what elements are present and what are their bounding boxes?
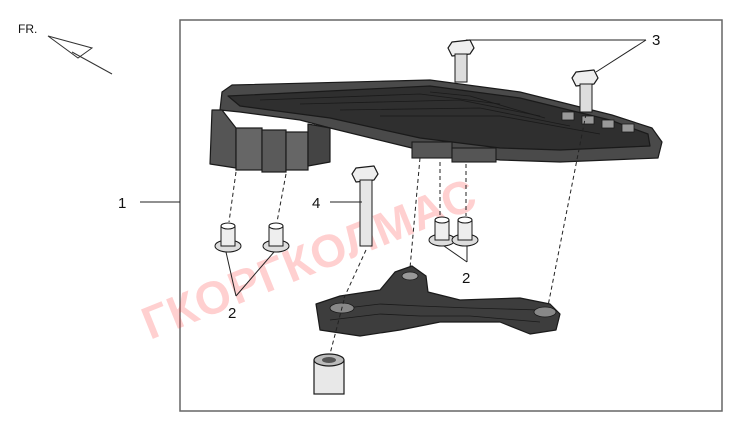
callout-2-left: 2	[228, 305, 236, 322]
cover-plate	[209, 79, 663, 173]
callout-2-right: 2	[462, 270, 470, 287]
direction-line	[71, 51, 113, 75]
long-bolt-4	[351, 165, 379, 247]
flange-bolt-3b	[571, 69, 599, 113]
small-bolt-right-a	[428, 216, 456, 247]
callout-4: 4	[312, 195, 320, 212]
small-bolt-left-b	[262, 222, 290, 253]
front-label: FR.	[18, 22, 37, 36]
spacer-sleeve	[313, 353, 345, 395]
callout-1: 1	[118, 195, 126, 212]
small-bolt-left-a	[214, 222, 242, 253]
assembly-guide-lines	[228, 113, 587, 355]
front-direction-indicator: FR.	[18, 22, 113, 75]
callout-3: 3	[652, 32, 660, 49]
lower-bracket	[315, 265, 561, 337]
assembly-frame	[179, 19, 723, 412]
direction-arrow-icon	[47, 35, 94, 59]
small-bolt-right-b	[451, 216, 479, 247]
leader-lines	[140, 39, 647, 297]
flange-bolt-3a	[447, 39, 475, 83]
